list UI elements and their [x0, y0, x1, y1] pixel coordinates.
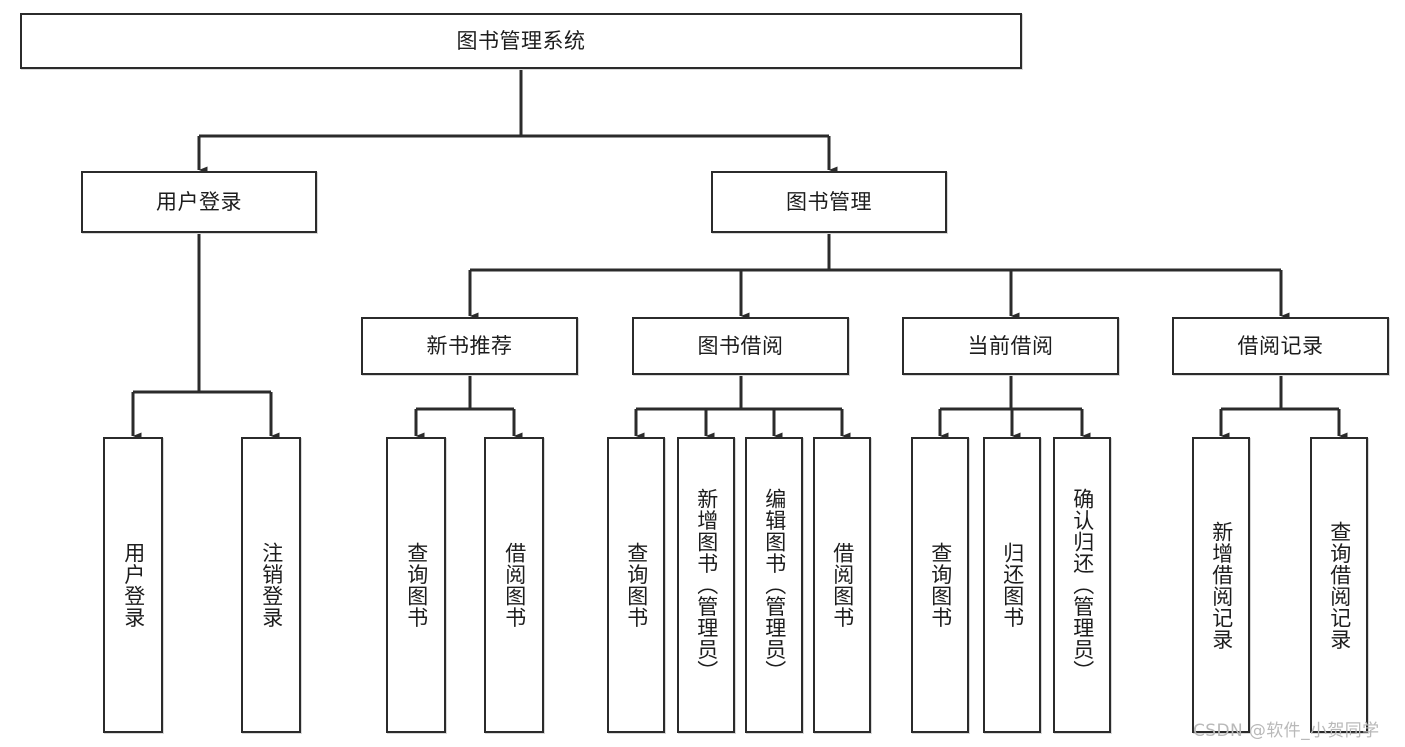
node-leaf-return-book[interactable]: 归还图书 [983, 437, 1041, 733]
node-borrow-record[interactable]: 借阅记录 [1172, 317, 1389, 375]
node-label-text: 借阅图书 [502, 542, 527, 628]
node-label: 新增图书（管理员） [679, 439, 733, 731]
node-leaf-edit-book[interactable]: 编辑图书（管理员） [745, 437, 803, 733]
node-label: 图书管理系统 [456, 28, 586, 53]
node-leaf-confirm-return[interactable]: 确认归还（管理员） [1053, 437, 1111, 733]
node-label-text: 查询图书 [928, 542, 953, 628]
node-root[interactable]: 图书管理系统 [20, 13, 1022, 69]
node-leaf-borrow-book-bb[interactable]: 借阅图书 [813, 437, 871, 733]
node-label: 确认归还（管理员） [1055, 439, 1109, 731]
node-leaf-add-record[interactable]: 新增借阅记录 [1192, 437, 1250, 733]
node-current-borrow[interactable]: 当前借阅 [902, 317, 1119, 375]
node-label-text: 借阅图书 [830, 542, 855, 628]
node-label: 用户登录 [156, 189, 242, 214]
node-book-manage[interactable]: 图书管理 [711, 171, 947, 233]
node-label: 查询图书 [388, 439, 444, 731]
node-label: 查询图书 [913, 439, 967, 731]
node-label: 注销登录 [243, 439, 299, 731]
node-label: 图书借阅 [697, 333, 784, 358]
node-label-text: 编辑图书（管理员） [762, 488, 787, 682]
node-label-text: 确认归还（管理员） [1070, 488, 1095, 682]
node-label: 借阅图书 [815, 439, 869, 731]
node-label: 借阅图书 [486, 439, 542, 731]
node-label: 图书管理 [786, 189, 872, 214]
node-book-borrow[interactable]: 图书借阅 [632, 317, 849, 375]
node-label-text: 查询借阅记录 [1327, 520, 1352, 650]
node-label: 查询借阅记录 [1312, 439, 1366, 731]
node-new-book-rec[interactable]: 新书推荐 [361, 317, 578, 375]
node-leaf-query-book-rec[interactable]: 查询图书 [386, 437, 446, 733]
node-label: 用户登录 [105, 439, 161, 731]
node-label-text: 查询图书 [404, 542, 429, 628]
node-leaf-borrow-book-rec[interactable]: 借阅图书 [484, 437, 544, 733]
node-leaf-logout[interactable]: 注销登录 [241, 437, 301, 733]
node-leaf-query-book-bb[interactable]: 查询图书 [607, 437, 665, 733]
node-leaf-query-record[interactable]: 查询借阅记录 [1310, 437, 1368, 733]
node-leaf-add-book[interactable]: 新增图书（管理员） [677, 437, 735, 733]
node-user-login[interactable]: 用户登录 [81, 171, 317, 233]
node-label-text: 新增借阅记录 [1209, 520, 1234, 650]
node-leaf-query-book-cb[interactable]: 查询图书 [911, 437, 969, 733]
node-label-text: 归还图书 [1000, 542, 1025, 628]
node-label: 借阅记录 [1237, 333, 1324, 358]
node-label-text: 查询图书 [624, 542, 649, 628]
node-label: 编辑图书（管理员） [747, 439, 801, 731]
node-leaf-user-login[interactable]: 用户登录 [103, 437, 163, 733]
node-label-text: 注销登录 [259, 542, 284, 628]
node-label: 查询图书 [609, 439, 663, 731]
node-label: 当前借阅 [967, 333, 1054, 358]
node-label: 归还图书 [985, 439, 1039, 731]
node-label: 新增借阅记录 [1194, 439, 1248, 731]
node-label: 新书推荐 [426, 333, 513, 358]
node-label-text: 用户登录 [121, 542, 146, 628]
node-label-text: 新增图书（管理员） [694, 488, 719, 682]
